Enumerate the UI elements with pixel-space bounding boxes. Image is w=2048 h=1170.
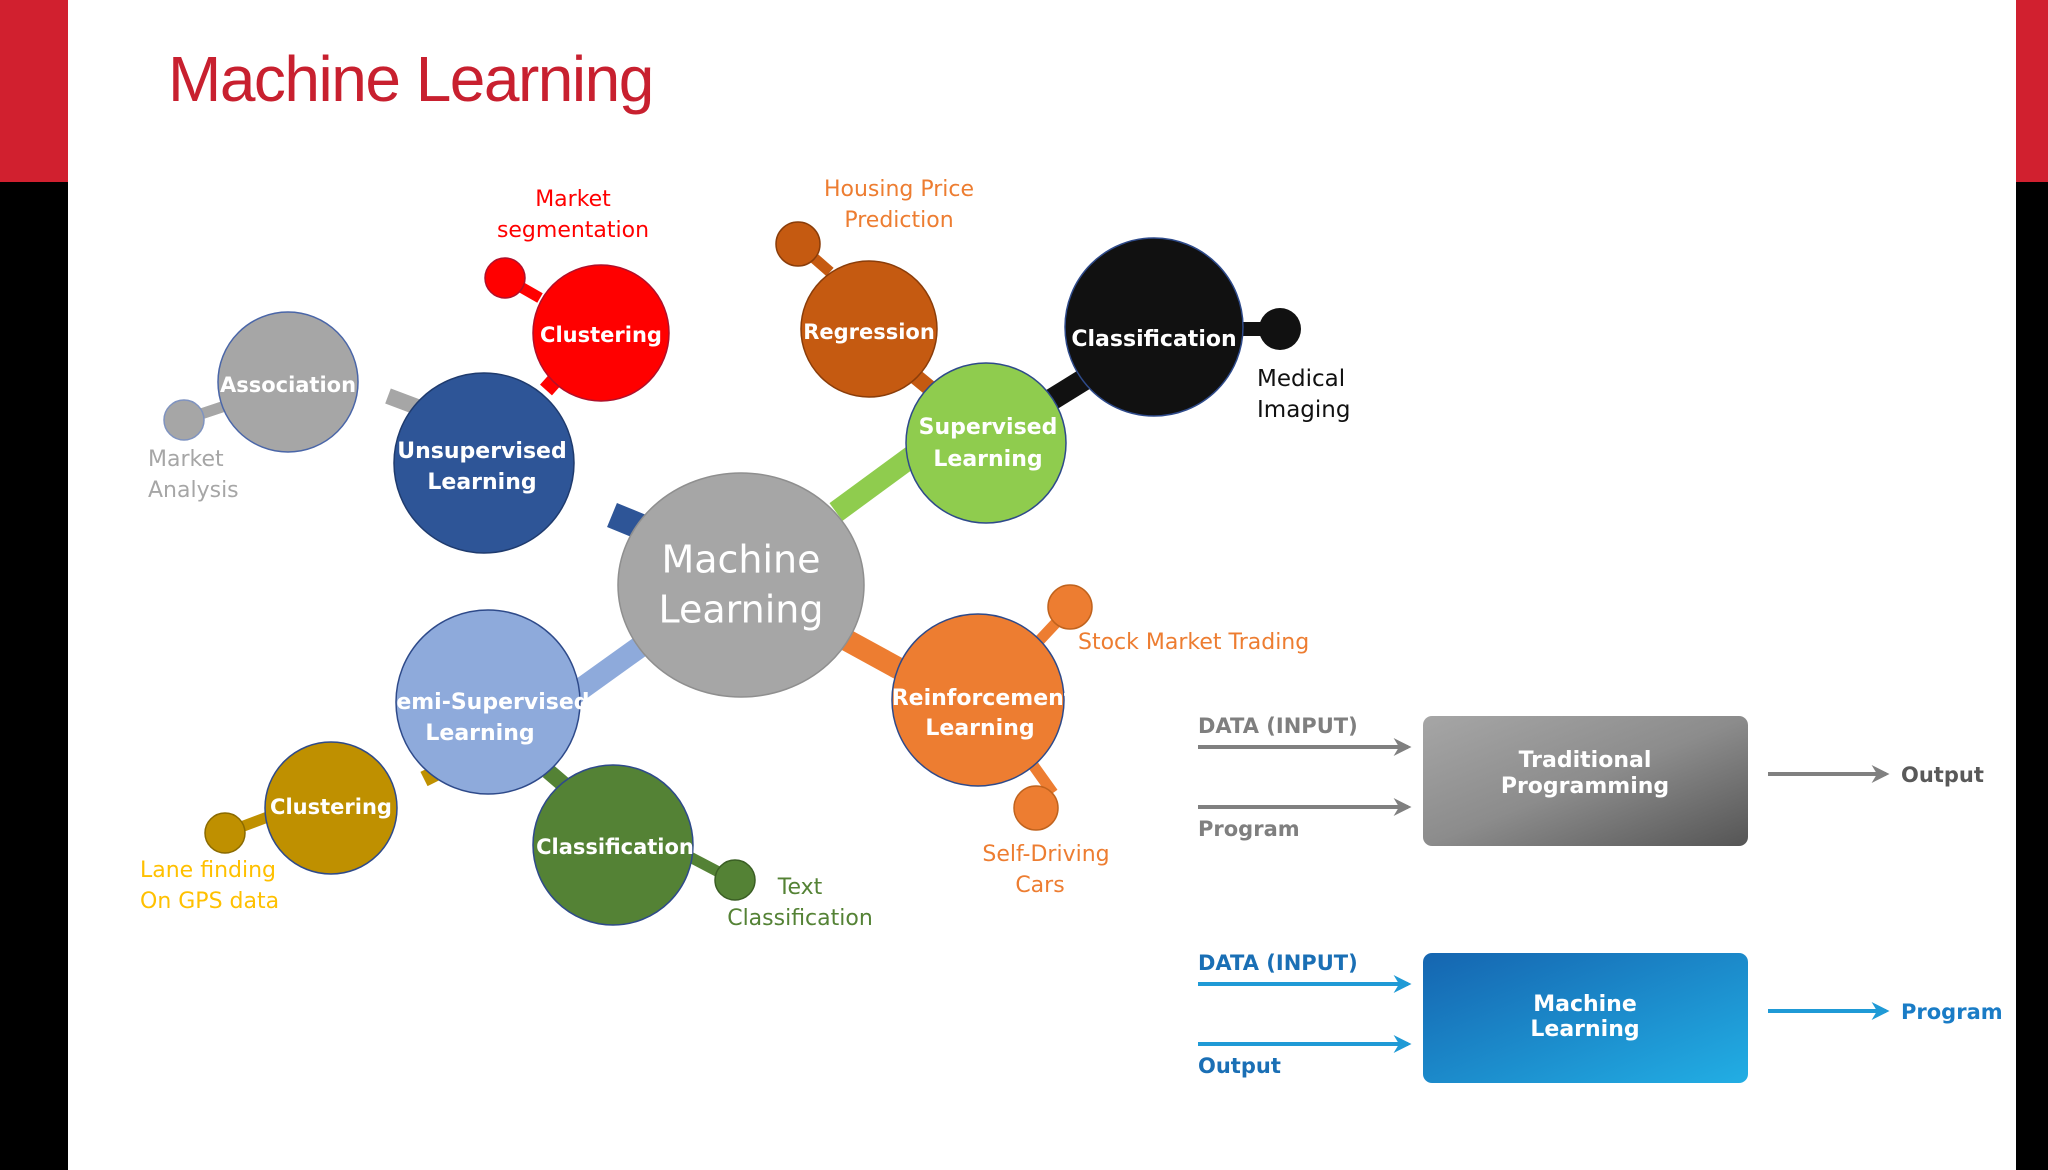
dot-regression (775, 221, 821, 267)
bubble-semi-supervised (395, 609, 581, 795)
app-market-analysis-1: Market (148, 447, 224, 472)
dot-classification-semi (714, 859, 756, 901)
bubble-semi-supervised-label-2: Learning (425, 721, 534, 746)
diagram-canvas: Association Clustering Regression Classi… (140, 177, 2003, 1083)
bubble-reinforcement-label-2: Learning (925, 716, 1034, 741)
bubble-unsupervised-label-1: Unsupervised (397, 439, 566, 464)
ml-input-data-label: DATA (INPUT) (1198, 951, 1358, 975)
slide: Machine Learning (68, 0, 2016, 1170)
app-medical-imaging-2: Imaging (1257, 397, 1350, 423)
bubble-clustering-unsup-label: Clustering (540, 323, 662, 347)
bubble-center (617, 472, 865, 698)
trad-input-program-label: Program (1198, 817, 1300, 841)
app-lane-finding-1: Lane finding (140, 858, 276, 883)
dot-stock-trading (1047, 584, 1093, 630)
bubble-supervised-label-1: Supervised (919, 415, 1058, 440)
trad-output-label: Output (1901, 763, 1984, 787)
bubble-supervised (905, 362, 1067, 524)
ml-input-output-label: Output (1198, 1054, 1281, 1078)
app-housing-price-1: Housing Price (824, 177, 974, 202)
app-self-driving-1: Self-Driving (982, 842, 1109, 867)
ml-box-label-2: Learning (1530, 1017, 1639, 1042)
dot-clustering-unsup (484, 257, 526, 299)
bubble-reinforcement-label-1: Reinforcement (892, 686, 1075, 711)
slide-title: Machine Learning (168, 43, 654, 115)
bubble-association-label: Association (220, 373, 356, 397)
bubble-reinforcement (891, 613, 1065, 787)
bubble-classification-semi-label: Classification (536, 835, 694, 859)
bubble-center-label-2: Learning (659, 588, 824, 632)
app-market-analysis-2: Analysis (148, 478, 239, 503)
bubble-supervised-label-2: Learning (933, 447, 1042, 472)
dot-clustering-semi (204, 812, 246, 854)
bubble-clustering-unsup (532, 264, 670, 402)
bubble-unsupervised-label-2: Learning (427, 470, 536, 495)
app-stock-market-trading: Stock Market Trading (1078, 630, 1309, 655)
traditional-box-label-2: Programming (1501, 774, 1669, 799)
bubble-regression-label: Regression (803, 320, 935, 344)
ml-box-label-1: Machine (1533, 992, 1637, 1017)
app-medical-imaging-1: Medical (1257, 366, 1345, 392)
app-market-segmentation-1: Market (535, 187, 611, 212)
dot-association (163, 399, 205, 441)
right-red-accent (2016, 0, 2048, 182)
dot-self-driving (1013, 785, 1059, 831)
bubble-clustering-semi-label: Clustering (270, 795, 392, 819)
right-edge-bar (2016, 0, 2048, 1170)
bubble-clustering-semi (264, 741, 398, 875)
app-housing-price-2: Prediction (844, 208, 953, 233)
bubble-association (217, 311, 359, 453)
app-market-segmentation-2: segmentation (497, 218, 649, 243)
left-edge-bar (0, 0, 68, 1170)
bubble-classification-semi (532, 764, 694, 926)
bubble-semi-supervised-label-1: Semi-Supervised (380, 690, 589, 715)
bubble-center-label-1: Machine (661, 538, 820, 582)
left-red-accent (0, 0, 68, 182)
traditional-box-label-1: Traditional (1519, 748, 1652, 773)
app-lane-finding-2: On GPS data (140, 889, 279, 914)
dot-classification-sup (1259, 308, 1301, 350)
machine-learning-box (1423, 953, 1748, 1083)
trad-input-data-label: DATA (INPUT) (1198, 714, 1358, 738)
traditional-programming-box (1423, 716, 1748, 846)
bubble-classification-sup (1064, 237, 1244, 417)
app-text-classification-1: Text (777, 875, 823, 900)
ml-output-label: Program (1901, 1000, 2003, 1024)
app-text-classification-2: Classification (727, 906, 873, 931)
bubble-unsupervised (393, 372, 575, 554)
bubble-classification-sup-label: Classification (1071, 327, 1236, 352)
app-self-driving-2: Cars (1015, 873, 1064, 898)
bubble-regression (800, 260, 938, 398)
